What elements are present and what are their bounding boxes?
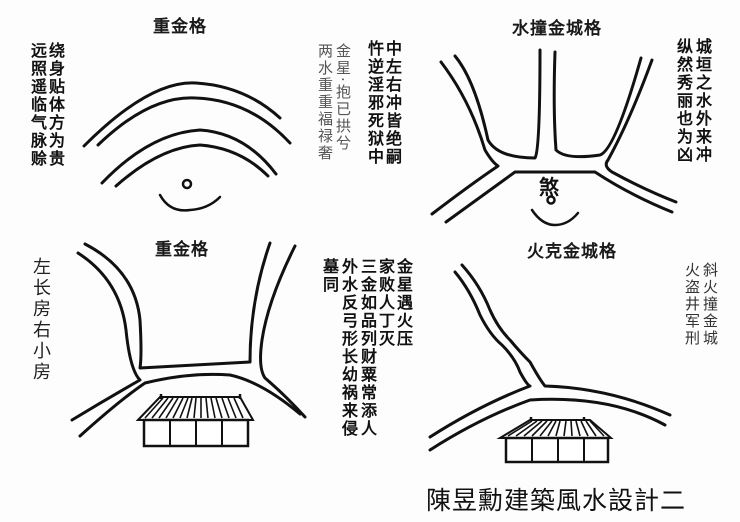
verse-column: 远照遥临气脉赊	[28, 42, 47, 168]
verse-column-light: 两水重重福禄奢	[316, 43, 334, 162]
verse-column: 金星遇火压	[394, 258, 413, 348]
verse-column-light: 金星·抱已拱兮	[334, 43, 352, 152]
panel-title-bottom-left: 重金格	[155, 240, 209, 260]
panel-title-top-right: 水撞金城格	[512, 19, 602, 39]
verse-column: 外水反弓形长幼祸来侵	[339, 258, 358, 438]
fire-overcoming-rivers	[428, 263, 672, 452]
house-icon-bottom-left	[135, 394, 255, 448]
verse-column: 墓同	[320, 258, 339, 294]
verse-column-light: 火盗井军刑	[683, 262, 701, 347]
reverse-bow-rivers	[70, 241, 307, 438]
panel-title-bottom-right: 火克金城格	[527, 242, 617, 262]
verse-column: 忤逆淫邪死狱中	[365, 40, 384, 166]
verse-column: 绕身贴体方为贵	[46, 42, 65, 168]
verse-column: 三金如品列财粟常添人	[358, 258, 377, 438]
sha-symbol: 煞	[539, 175, 559, 199]
house-icon-bottom-right	[496, 417, 614, 464]
sheet-caption: 陳昱勳建築風水設計二	[426, 486, 687, 515]
verse-column-light: 斜火撞金城	[701, 262, 719, 347]
verse-column: 左长房右小房	[30, 257, 51, 383]
verse-column: 中左右冲皆绝嗣	[383, 40, 402, 166]
double-arc-rivers	[82, 81, 292, 188]
panel-title-top-left: 重金格	[153, 17, 207, 37]
site-marker	[158, 178, 222, 212]
verse-column: 家败人丁灭	[376, 258, 395, 348]
site-marker	[530, 195, 580, 227]
verse-column: 纵然秀丽也为凶	[674, 38, 693, 164]
verse-column: 城垣之水外来冲	[693, 38, 712, 164]
water-striking-city-rivers	[430, 48, 678, 224]
